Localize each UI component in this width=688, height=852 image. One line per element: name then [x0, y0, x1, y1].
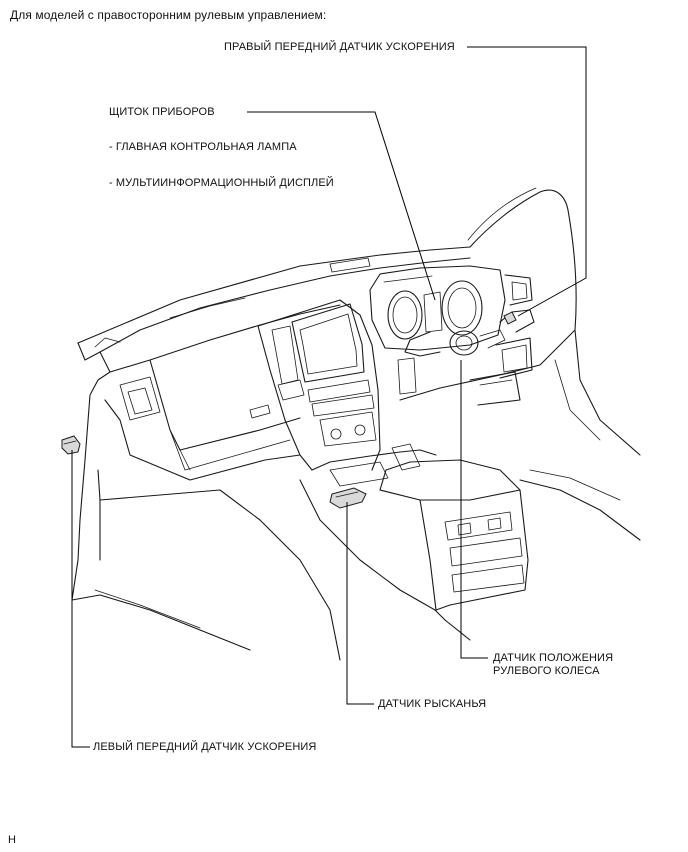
center-stack [257, 299, 417, 471]
left-front-accel-sensor [61, 435, 81, 455]
yaw-rate-sensor [329, 487, 367, 509]
floor-sill [444, 329, 641, 641]
label-multi-information-display: - МУЛЬТИИНФОРМАЦИОННЫЙ ДИСПЛЕЙ [109, 177, 334, 189]
windshield-outline [77, 187, 577, 344]
leader-lines [71, 46, 587, 748]
steering-column [404, 309, 535, 357]
label-master-warning-lamp: - ГЛАВНАЯ КОНТРОЛЬНАЯ ЛАМПА [109, 141, 297, 153]
header-note: Для моделей с правосторонним рулевым упр… [10, 8, 327, 22]
label-steering-angle-sensor-line2: РУЛЕВОГО КОЛЕСА [493, 665, 600, 677]
label-steering-angle-sensor-line1: ДАТЧИК ПОЛОЖЕНИЯ [493, 652, 614, 664]
dashboard-right [399, 274, 576, 406]
instrument-cluster [369, 265, 506, 351]
label-instrument-cluster: ЩИТОК ПРИБОРОВ [109, 106, 215, 118]
figure-code: H [8, 834, 17, 846]
label-right-front-acceleration-sensor: ПРАВЫЙ ПЕРЕДНИЙ ДАТЧИК УСКОРЕНИЯ [224, 41, 455, 53]
label-steering-angle-sensor: ДАТЧИК ПОЛОЖЕНИЯ РУЛЕВОГО КОЛЕСА [493, 652, 613, 678]
label-left-front-acceleration-sensor: ЛЕВЫЙ ПЕРЕДНИЙ ДАТЧИК УСКОРЕНИЯ [93, 741, 317, 753]
center-console [299, 443, 529, 621]
dashboard-upper [77, 257, 471, 421]
glovebox-left-panel [71, 359, 341, 661]
label-yaw-rate-sensor: ДАТЧИК РЫСКАНЬЯ [378, 698, 487, 710]
